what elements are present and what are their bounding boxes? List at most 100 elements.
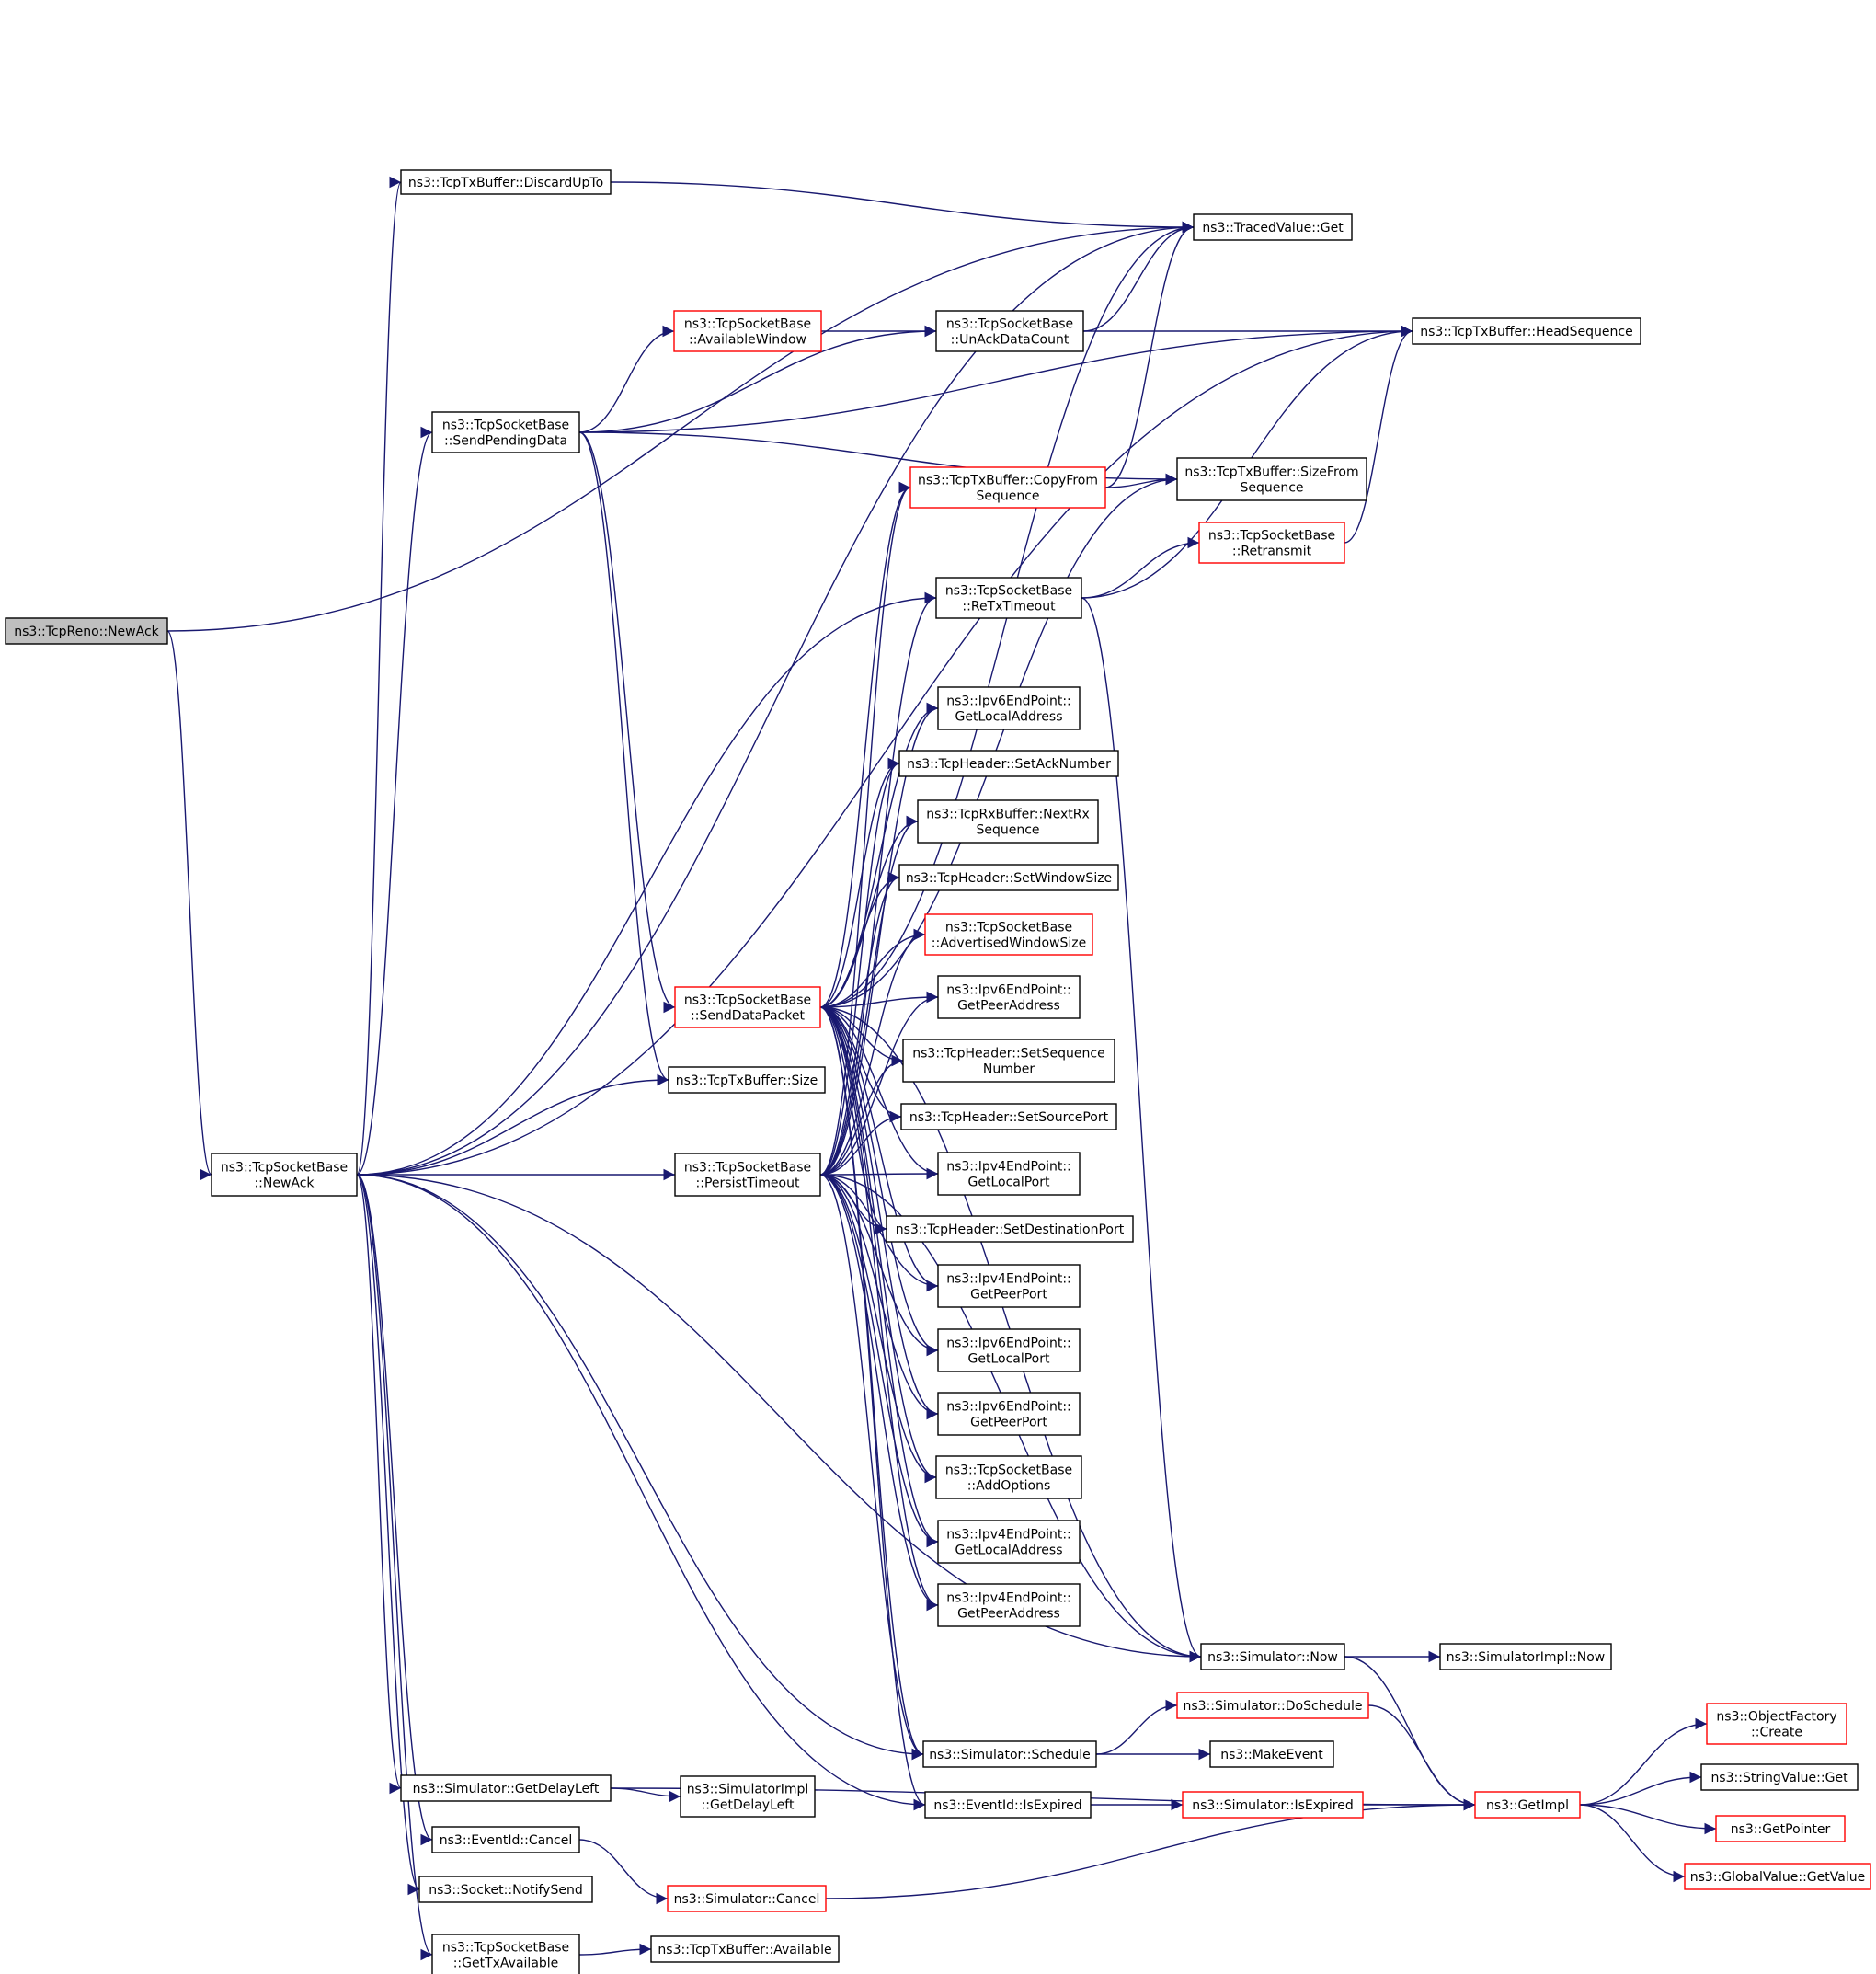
- node-discardupto[interactable]: ns3::TcpTxBuffer::DiscardUpTo: [400, 169, 612, 195]
- edge-persisttimeout-to-ipv6_getlocalport: [819, 1174, 939, 1357]
- node-ipv4-getpeeraddress[interactable]: ns3::Ipv4EndPoint::GetPeerAddress: [937, 1583, 1081, 1627]
- node-setsourceport[interactable]: ns3::TcpHeader::SetSourcePort: [900, 1103, 1117, 1130]
- node-getimpl[interactable]: ns3::GetImpl: [1474, 1791, 1581, 1819]
- node-ipv4-getlocaladdress[interactable]: ns3::Ipv4EndPoint::GetLocalAddress: [937, 1520, 1081, 1564]
- node-getdelayleft[interactable]: ns3::Simulator::GetDelayLeft: [400, 1774, 612, 1802]
- node-simulator-now[interactable]: ns3::Simulator::Now: [1200, 1643, 1345, 1670]
- node-senddatapacket[interactable]: ns3::TcpSocketBase::SendDataPacket: [674, 986, 821, 1028]
- node-box: [1715, 1815, 1846, 1842]
- node-eventid-cancel[interactable]: ns3::EventId::Cancel: [431, 1826, 580, 1853]
- node-newack-base[interactable]: ns3::TcpSocketBase::NewAck: [211, 1153, 358, 1197]
- node-box: [1182, 1791, 1364, 1819]
- node-setwindowsize[interactable]: ns3::TcpHeader::SetWindowSize: [898, 864, 1119, 891]
- node-label: ns3::TcpSocketBase: [442, 419, 569, 433]
- node-box: [937, 975, 1081, 1019]
- node-ipv6-getpeeraddress[interactable]: ns3::Ipv6EndPoint::GetPeerAddress: [937, 975, 1081, 1019]
- node-label: GetLocalPort: [968, 1352, 1051, 1367]
- node-txbuffer-available[interactable]: ns3::TcpTxBuffer::Available: [650, 1935, 840, 1963]
- node-simulator-isexpired[interactable]: ns3::Simulator::IsExpired: [1182, 1791, 1364, 1819]
- node-label: ::SendPendingData: [444, 434, 567, 449]
- node-ipv6-getlocalport[interactable]: ns3::Ipv6EndPoint::GetLocalPort: [937, 1328, 1081, 1372]
- node-newack-reno[interactable]: ns3::TcpReno::NewAck: [5, 617, 168, 645]
- node-label: ns3::MakeEvent: [1220, 1748, 1323, 1762]
- node-stringvalue-get[interactable]: ns3::StringValue::Get: [1700, 1763, 1859, 1791]
- node-box: [937, 1328, 1081, 1372]
- node-label: ns3::Simulator::Cancel: [674, 1892, 820, 1907]
- node-simulator-schedule[interactable]: ns3::Simulator::Schedule: [922, 1740, 1097, 1768]
- edge-getimpl-to-stringvalue_get: [1579, 1771, 1702, 1806]
- edge-senddatapacket-to-ipv4_getlocalport: [819, 1006, 939, 1180]
- node-retransmit[interactable]: ns3::TcpSocketBase::Retransmit: [1198, 522, 1345, 564]
- node-ipv4-getpeerport[interactable]: ns3::Ipv4EndPoint::GetPeerPort: [937, 1264, 1081, 1308]
- node-txbuffer-size[interactable]: ns3::TcpTxBuffer::Size: [668, 1066, 826, 1094]
- node-label: Sequence: [1240, 481, 1303, 496]
- node-label: ns3::TcpSocketBase: [1208, 529, 1335, 544]
- node-retxtimeout[interactable]: ns3::TcpSocketBase::ReTxTimeout: [935, 577, 1082, 619]
- node-label: ::SendDataPacket: [691, 1009, 805, 1024]
- node-box: [924, 913, 1093, 956]
- node-addoptions[interactable]: ns3::TcpSocketBase::AddOptions: [935, 1455, 1082, 1499]
- node-box: [937, 1152, 1081, 1196]
- edge-sendpendingdata-to-senddatapacket: [578, 431, 676, 1014]
- node-label: ns3::Simulator::IsExpired: [1192, 1798, 1354, 1813]
- node-box: [1706, 1703, 1847, 1745]
- edge-senddatapacket-to-nextrxsequence: [819, 815, 919, 1008]
- node-label: GetLocalAddress: [955, 1544, 1063, 1558]
- node-label: ns3::TcpSocketBase: [945, 921, 1072, 935]
- node-gettxavailable[interactable]: ns3::TcpSocketBase::GetTxAvailable: [431, 1934, 580, 1974]
- node-box: [673, 310, 822, 352]
- node-setdestinationport[interactable]: ns3::TcpHeader::SetDestinationPort: [886, 1215, 1134, 1243]
- node-advertisedwindowsize[interactable]: ns3::TcpSocketBase::AdvertisedWindowSize: [924, 913, 1093, 956]
- node-notifysend[interactable]: ns3::Socket::NotifySend: [418, 1876, 593, 1903]
- node-simulator-cancel[interactable]: ns3::Simulator::Cancel: [667, 1885, 827, 1912]
- node-simulatorimpl-now[interactable]: ns3::SimulatorImpl::Now: [1439, 1643, 1612, 1670]
- node-label: GetPeerPort: [970, 1288, 1047, 1303]
- node-box: [924, 1791, 1092, 1819]
- node-headsequence[interactable]: ns3::TcpTxBuffer::HeadSequence: [1412, 317, 1642, 345]
- node-label: ns3::TcpSocketBase: [945, 1463, 1072, 1478]
- node-label: ::GetTxAvailable: [453, 1957, 559, 1971]
- node-objectfactory-create[interactable]: ns3::ObjectFactory::Create: [1706, 1703, 1847, 1745]
- node-impl-getdelayleft[interactable]: ns3::SimulatorImpl::GetDelayLeft: [680, 1775, 816, 1818]
- node-globalvalue-getvalue[interactable]: ns3::GlobalValue::GetValue: [1684, 1863, 1871, 1890]
- edge-senddatapacket-to-setacknumber: [819, 757, 900, 1008]
- node-getpointer[interactable]: ns3::GetPointer: [1715, 1815, 1846, 1842]
- node-box: [400, 1774, 612, 1802]
- edge-newack_base-to-gettxavailable: [356, 1174, 433, 1961]
- node-label: ns3::TcpTxBuffer::SizeFrom: [1184, 465, 1358, 480]
- node-persisttimeout[interactable]: ns3::TcpSocketBase::PersistTimeout: [674, 1153, 821, 1197]
- node-label: ns3::TracedValue::Get: [1202, 221, 1344, 235]
- node-label: ::Create: [1751, 1726, 1802, 1740]
- node-tracedvalue-get[interactable]: ns3::TracedValue::Get: [1193, 213, 1353, 241]
- node-box: [1200, 1643, 1345, 1670]
- node-availablewindow[interactable]: ns3::TcpSocketBase::AvailableWindow: [673, 310, 822, 352]
- node-label: ::PersistTimeout: [696, 1176, 800, 1191]
- node-doschedule[interactable]: ns3::Simulator::DoSchedule: [1176, 1692, 1369, 1719]
- node-label: ::GetDelayLeft: [702, 1798, 795, 1813]
- node-label: GetPeerPort: [970, 1416, 1047, 1430]
- node-ipv6-getlocaladdress[interactable]: ns3::Ipv6EndPoint::GetLocalAddress: [937, 686, 1081, 730]
- edge-senddatapacket-to-ipv4_getlocaladdress: [819, 1006, 939, 1548]
- node-makeevent[interactable]: ns3::MakeEvent: [1209, 1740, 1334, 1768]
- node-setacknumber[interactable]: ns3::TcpHeader::SetAckNumber: [898, 750, 1119, 777]
- edge-persisttimeout-to-setsourceport: [819, 1110, 902, 1176]
- node-ipv4-getlocalport[interactable]: ns3::Ipv4EndPoint::GetLocalPort: [937, 1152, 1081, 1196]
- node-label: ::UnAckDataCount: [951, 333, 1070, 348]
- node-isexpired[interactable]: ns3::EventId::IsExpired: [924, 1791, 1092, 1819]
- node-ipv6-getpeerport[interactable]: ns3::Ipv6EndPoint::GetPeerPort: [937, 1392, 1081, 1436]
- node-unackdatacount[interactable]: ns3::TcpSocketBase::UnAckDataCount: [935, 310, 1084, 352]
- node-label: ns3::SimulatorImpl: [687, 1783, 809, 1797]
- node-label: ::AdvertisedWindowSize: [932, 936, 1086, 951]
- node-label: ns3::TcpHeader::SetSequence: [912, 1047, 1104, 1062]
- node-label: ns3::Simulator::GetDelayLeft: [413, 1782, 600, 1796]
- node-label: ns3::Ipv4EndPoint::: [946, 1528, 1071, 1543]
- node-box: [937, 1392, 1081, 1436]
- edge-discardupto-to-tracedvalue_get: [610, 181, 1195, 234]
- edge-simulator_cancel-to-getimpl: [825, 1798, 1476, 1899]
- node-label: Sequence: [976, 823, 1039, 838]
- node-sendpendingdata[interactable]: ns3::TcpSocketBase::SendPendingData: [431, 411, 580, 453]
